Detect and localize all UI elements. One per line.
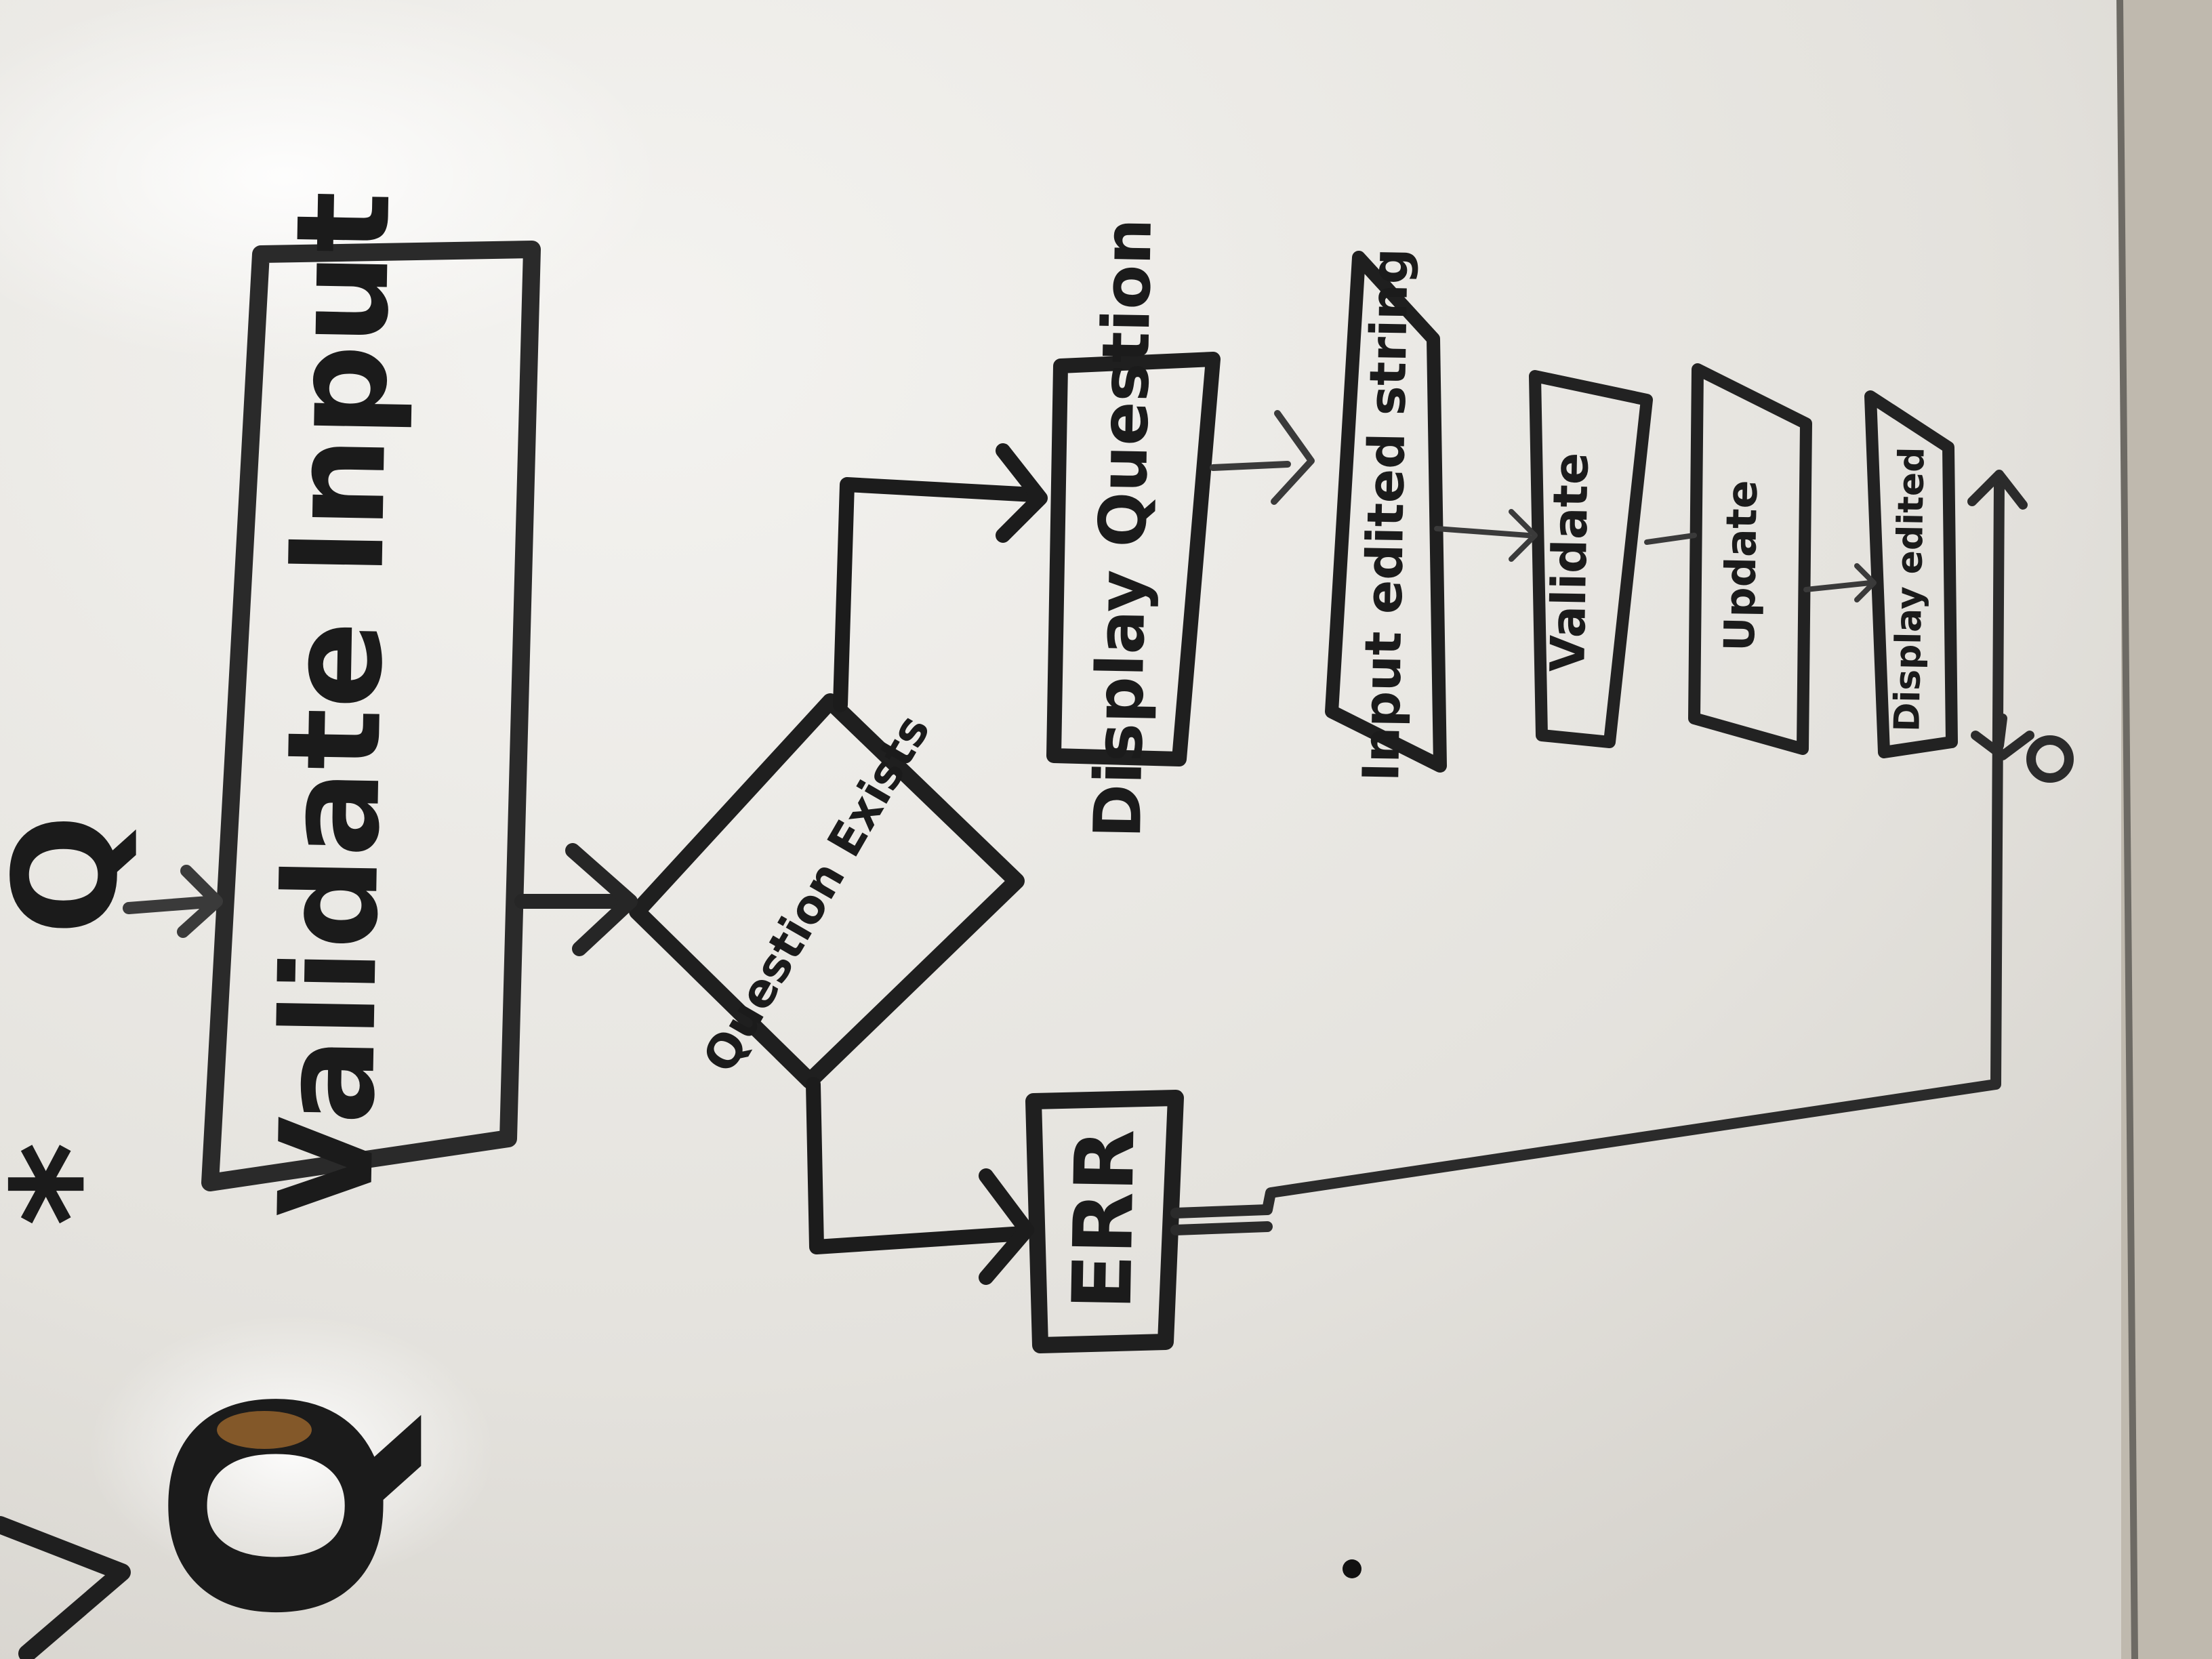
arrow-icon — [0, 1516, 131, 1659]
node-display-question: Display Question — [1046, 218, 1221, 839]
board-frame — [2121, 0, 2212, 1659]
connector-display-to-input — [1210, 410, 1315, 505]
connector-input-to-validate — [1434, 509, 1538, 562]
label-validate: Validate — [1540, 452, 1599, 672]
label-err: ERR — [1056, 1128, 1153, 1311]
label-validate-input: Validate Input — [251, 190, 419, 1218]
arrow-icon — [123, 865, 223, 938]
arrow-icon — [1271, 410, 1315, 505]
mark-asterisk: * — [0, 1141, 167, 1227]
marginal-marks: Q * Q — [0, 814, 1361, 1659]
connector-update-to-display-edited — [1803, 563, 1877, 602]
arrow-icon — [1854, 563, 1877, 602]
arrow-icon — [565, 843, 638, 956]
node-input-edited-string: Input edited string — [1325, 247, 1447, 782]
connector-question-to-err — [806, 1077, 1034, 1285]
glare-bottom — [88, 1315, 495, 1586]
label-input-edited-string: Input edited string — [1352, 247, 1420, 781]
arrow-icon — [996, 443, 1048, 543]
node-validate: Validate — [1529, 370, 1653, 748]
connector-validate-to-question — [514, 843, 638, 956]
node-err: ERR — [1025, 1090, 1184, 1353]
connector-validate-to-update — [1644, 533, 1697, 545]
label-display-question: Display Question — [1080, 218, 1166, 838]
glare-top — [0, 0, 664, 366]
ink-dot — [1343, 1559, 1361, 1578]
connector-question-to-display — [833, 443, 1048, 712]
arrow-icon — [1971, 731, 2034, 760]
highlight-glare — [217, 1411, 312, 1449]
node-update: Update — [1688, 363, 1812, 755]
mark-q-small: Q — [0, 814, 149, 935]
arrow-icon — [1509, 509, 1538, 562]
node-validate-input: Validate Input — [201, 190, 541, 1218]
board-edge — [2116, 0, 2138, 1659]
node-display-edited: Display edited — [1864, 390, 1958, 758]
connector-err-loop — [1170, 470, 2028, 1235]
terminator — [1971, 714, 2074, 783]
label-display-edited: Display edited — [1887, 447, 1932, 732]
arrow-icon — [979, 1168, 1034, 1285]
arrow-icon — [1967, 470, 2028, 510]
terminator-circle-icon — [2026, 735, 2074, 783]
label-update: Update — [1715, 480, 1767, 652]
